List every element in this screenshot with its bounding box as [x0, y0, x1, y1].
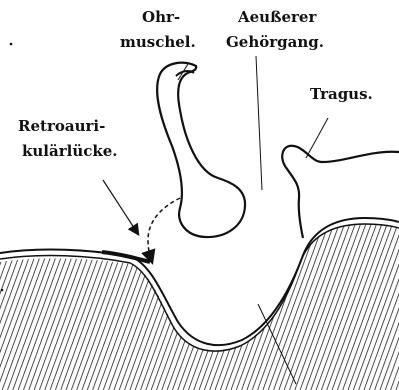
gehoergang-pointer [256, 56, 262, 190]
retroauricular-label-arrow [103, 180, 138, 234]
label-tragus: Tragus. [310, 85, 373, 103]
label-gehoergang-line1: Aeußerer [237, 8, 317, 26]
label-retro-line1: Retroauri- [18, 117, 105, 135]
label-ohrmuschel-line1: Ohr- [142, 8, 180, 26]
label-gehoergang-line2: Gehörgang. [226, 33, 324, 51]
retroauricular-dashed-arrow [148, 198, 180, 262]
label-ohrmuschel-line2: muschel. [120, 33, 196, 51]
retroauricular-gap-mark [102, 252, 150, 262]
tragus-pointer [306, 118, 328, 158]
auricle-outline [157, 63, 245, 237]
label-retro-line2: kulärlücke. [22, 142, 118, 160]
margin-dot-left [1, 289, 4, 292]
margin-dot-top [10, 43, 13, 46]
